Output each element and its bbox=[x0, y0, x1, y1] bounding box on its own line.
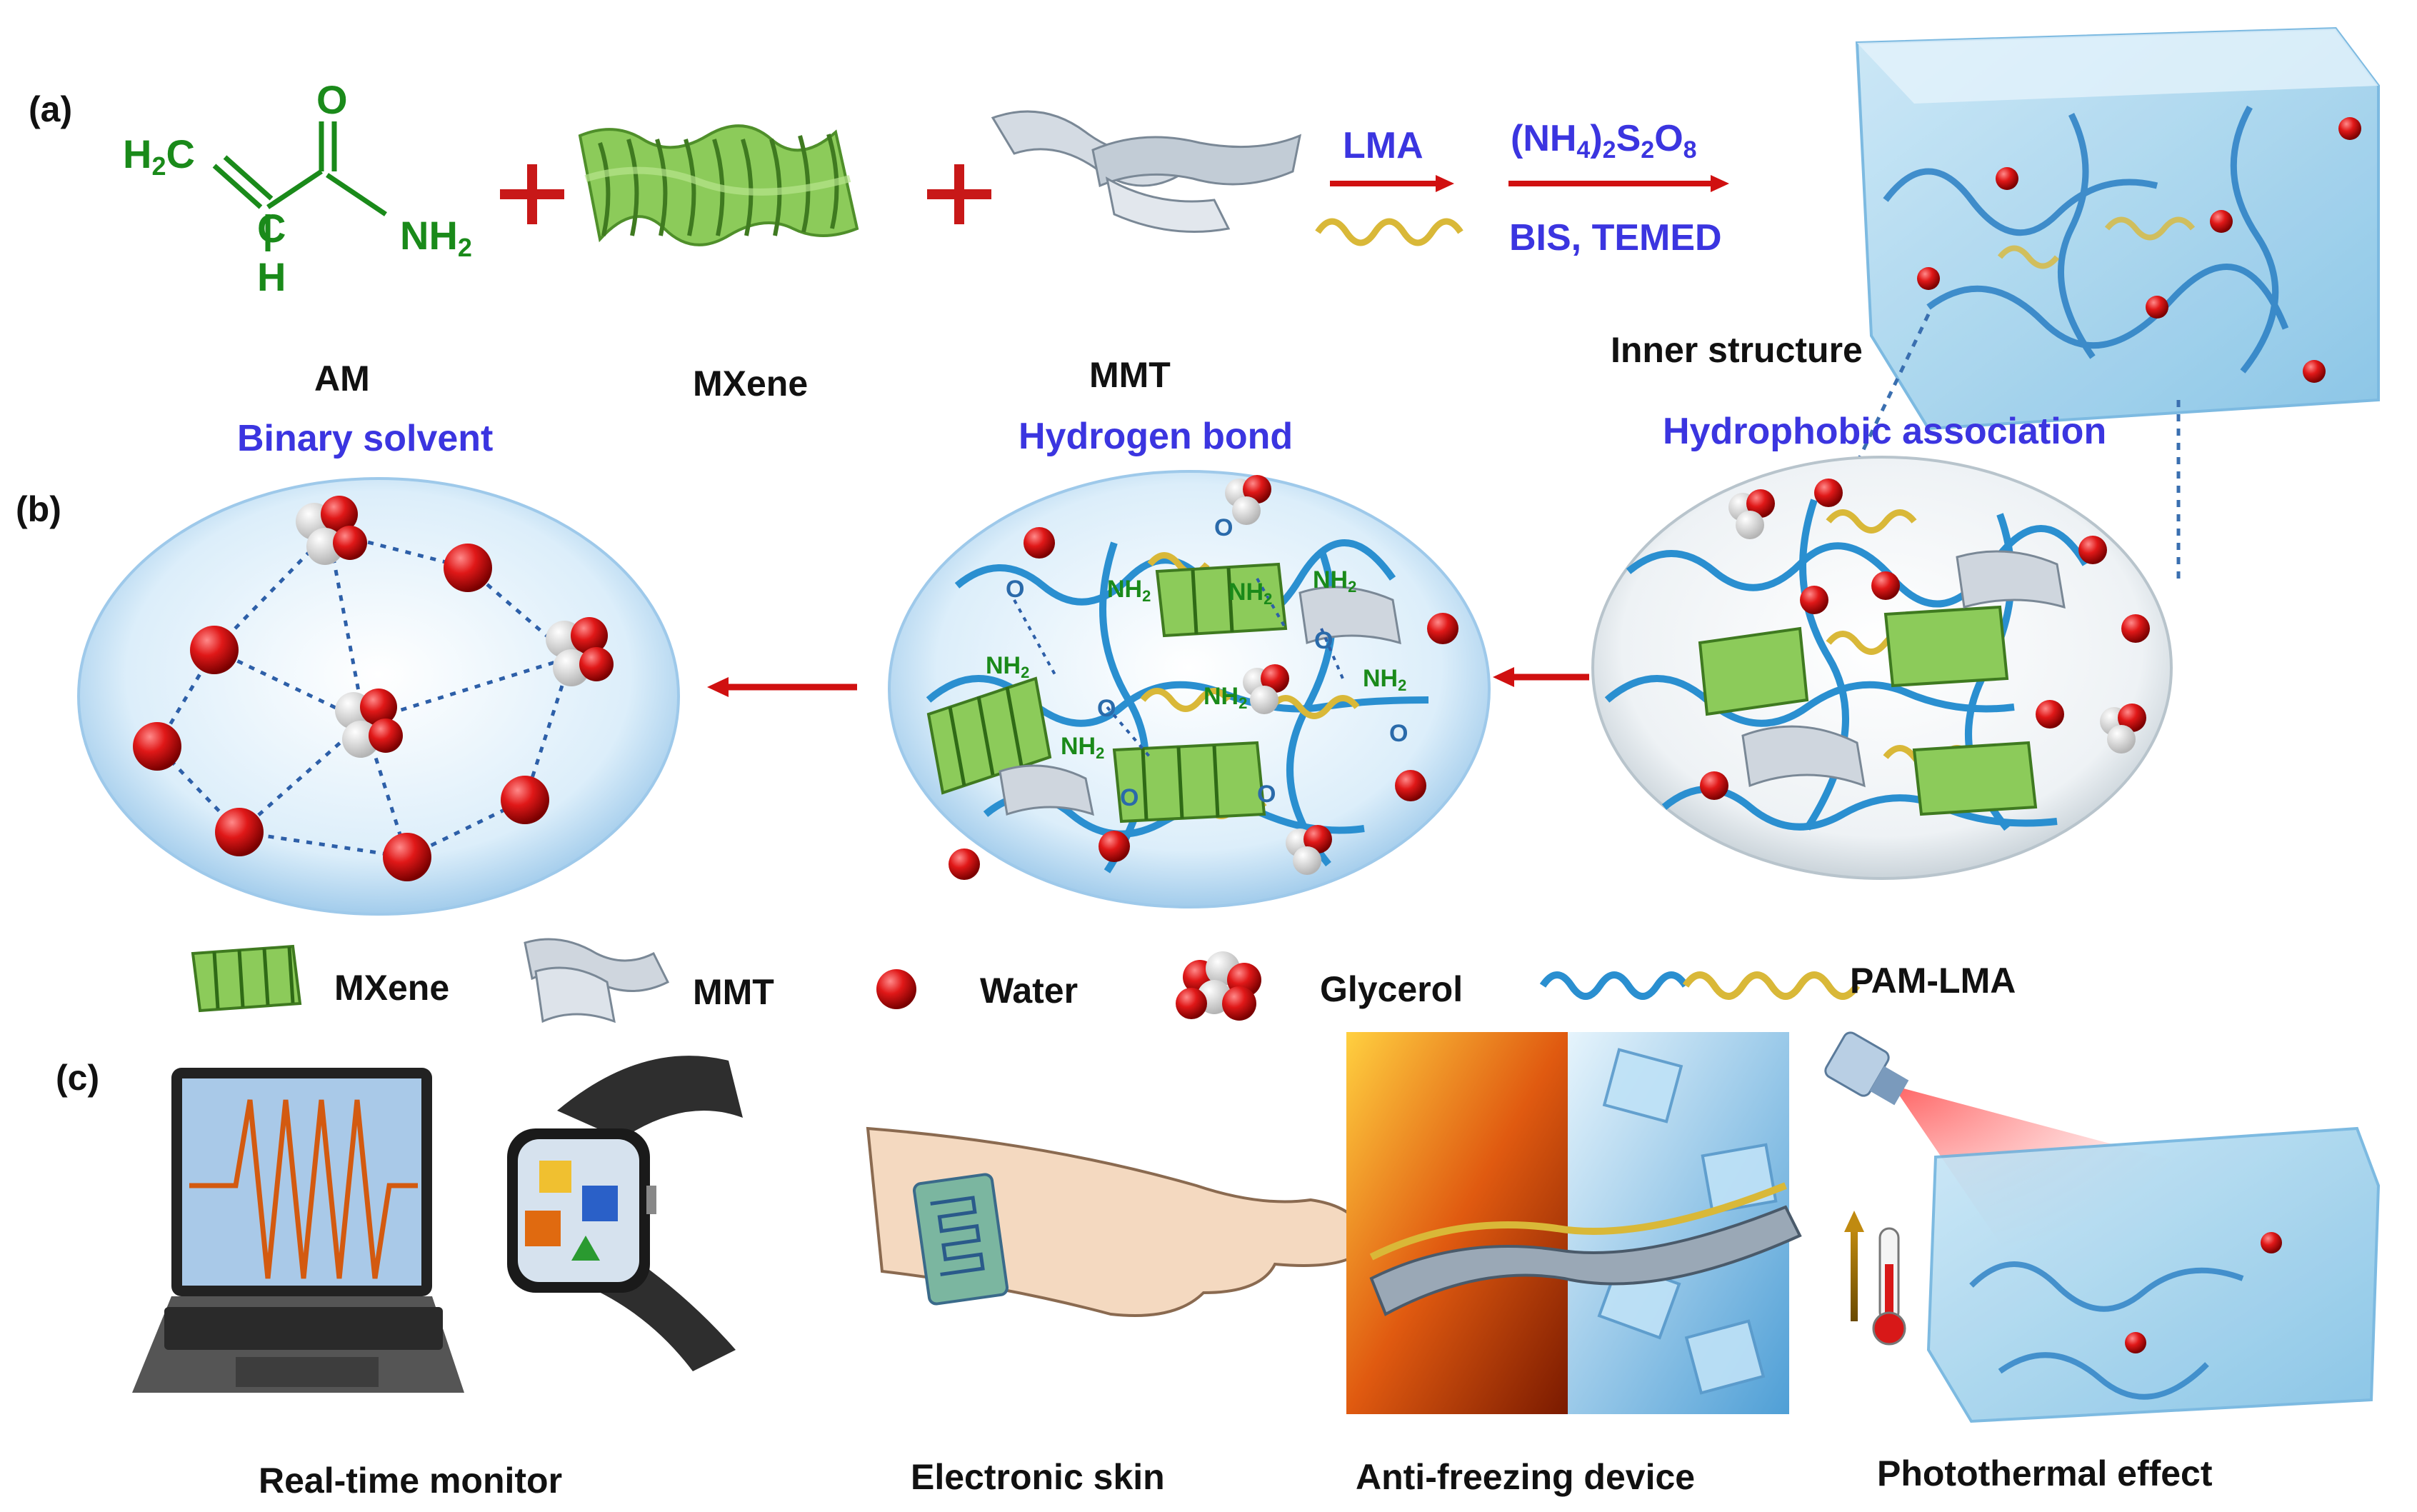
panel-label-a: (a) bbox=[29, 89, 73, 129]
hydrogen-bond-label: Hydrogen bond bbox=[1019, 416, 1293, 457]
lma-chain-icon bbox=[1315, 218, 1463, 246]
nh2-label: NH2 bbox=[986, 652, 1030, 681]
nh2-label: NH2 bbox=[1363, 665, 1407, 694]
mmt-sheet-icon bbox=[999, 586, 1401, 816]
acrylamide-structure bbox=[212, 121, 387, 251]
legend-pam-lma-label: PAM-LMA bbox=[1850, 961, 2016, 1001]
am-o-label: O bbox=[316, 77, 348, 122]
legend-mxene-label: MXene bbox=[334, 968, 450, 1008]
carbonyl-o-label: O bbox=[1097, 695, 1116, 722]
mxene-sheet-icon bbox=[1698, 605, 2038, 816]
nh2-label: NH2 bbox=[1313, 566, 1357, 596]
anti-freezing-label: Anti-freezing device bbox=[1356, 1457, 1696, 1497]
initiator-label: (NH4)2S2O8 bbox=[1511, 118, 1697, 164]
nh2-label: NH2 bbox=[1107, 576, 1151, 605]
anti-freezing-illustration bbox=[1346, 1032, 1802, 1414]
electronic-skin-illustration bbox=[866, 1126, 1370, 1317]
nh2-label: NH2 bbox=[1228, 579, 1273, 608]
glycerol-molecule bbox=[2100, 704, 2146, 754]
am-nh2-label: NH2 bbox=[400, 213, 472, 262]
mmt-sheet-icon bbox=[991, 110, 1302, 233]
nh2-label: NH2 bbox=[1204, 683, 1248, 712]
panel-label-c: (c) bbox=[56, 1058, 100, 1098]
nh2-label: NH2 bbox=[1061, 733, 1105, 762]
temperature-up-arrow-icon bbox=[1844, 1211, 1864, 1321]
plus-icon bbox=[500, 164, 564, 224]
mmt-sheet-icon bbox=[1741, 550, 2066, 788]
electronic-skin-label: Electronic skin bbox=[911, 1457, 1165, 1497]
ir-lamp-icon bbox=[1824, 1031, 1909, 1106]
smartwatch-icon bbox=[507, 1056, 743, 1371]
glycerol-molecule bbox=[1728, 489, 1775, 539]
glycerol-molecule bbox=[296, 496, 367, 565]
am-c-label: C bbox=[257, 206, 286, 251]
mmt-label: MMT bbox=[1089, 355, 1171, 395]
process-arrow bbox=[707, 667, 1589, 697]
am-label: AM bbox=[314, 359, 370, 399]
crosslinker-label: BIS, TEMED bbox=[1509, 217, 1722, 259]
glycerol-molecule bbox=[1286, 825, 1332, 875]
lma-arrow-label: LMA bbox=[1343, 125, 1423, 166]
hydrogel-cube bbox=[1855, 26, 2380, 431]
hydrogen-bond-bubble bbox=[888, 470, 1491, 908]
glycerol-molecule bbox=[1225, 475, 1271, 525]
carbonyl-o-label: O bbox=[1314, 627, 1333, 654]
legend-water-icon bbox=[876, 969, 916, 1009]
carbonyl-o-label: O bbox=[1389, 720, 1408, 747]
zoom-guide-lines bbox=[1841, 313, 2181, 586]
panel-label-b: (b) bbox=[16, 489, 61, 529]
signal-waveform bbox=[189, 1099, 418, 1279]
inner-structure-label: Inner structure bbox=[1611, 330, 1863, 370]
plus-icon bbox=[927, 164, 991, 224]
carbonyl-o-label: O bbox=[1006, 576, 1025, 603]
laptop-icon bbox=[132, 1068, 464, 1393]
thermometer-icon bbox=[1872, 1227, 1906, 1346]
legend-glycerol-label: Glycerol bbox=[1320, 969, 1463, 1009]
legend-glycerol-icon bbox=[1176, 951, 1261, 1021]
carbonyl-o-label: O bbox=[1214, 514, 1233, 541]
binary-solvent-label: Binary solvent bbox=[237, 418, 494, 459]
carbonyl-o-label: O bbox=[1257, 781, 1276, 808]
legend-water-label: Water bbox=[980, 971, 1079, 1011]
photothermal-label: Photothermal effect bbox=[1877, 1453, 2213, 1493]
carbonyl-o-label: O bbox=[1120, 784, 1139, 811]
legend-mmt-label: MMT bbox=[693, 972, 774, 1012]
mxene-label: MXene bbox=[693, 364, 809, 404]
realtime-monitor-label: Real-time monitor bbox=[259, 1461, 563, 1501]
legend-mxene-icon bbox=[191, 944, 302, 1013]
am-ch2-label: H2C bbox=[123, 131, 195, 181]
am-h-label: H bbox=[257, 254, 286, 299]
binary-solvent-bubble bbox=[77, 477, 680, 916]
glycerol-molecule bbox=[1243, 664, 1289, 714]
hydrophobic-association-label: Hydrophobic association bbox=[1663, 411, 2107, 452]
reaction-arrow bbox=[1330, 175, 1729, 192]
hydrophobic-association-bubble bbox=[1591, 456, 2173, 880]
legend-pam-lma-icon bbox=[1539, 971, 1861, 1000]
legend-mmt-icon bbox=[524, 938, 670, 1023]
glycerol-molecule bbox=[335, 689, 403, 758]
mxene-sheet-icon bbox=[578, 124, 859, 246]
glycerol-molecule bbox=[546, 617, 614, 686]
photothermal-illustration bbox=[1824, 1031, 2381, 1423]
